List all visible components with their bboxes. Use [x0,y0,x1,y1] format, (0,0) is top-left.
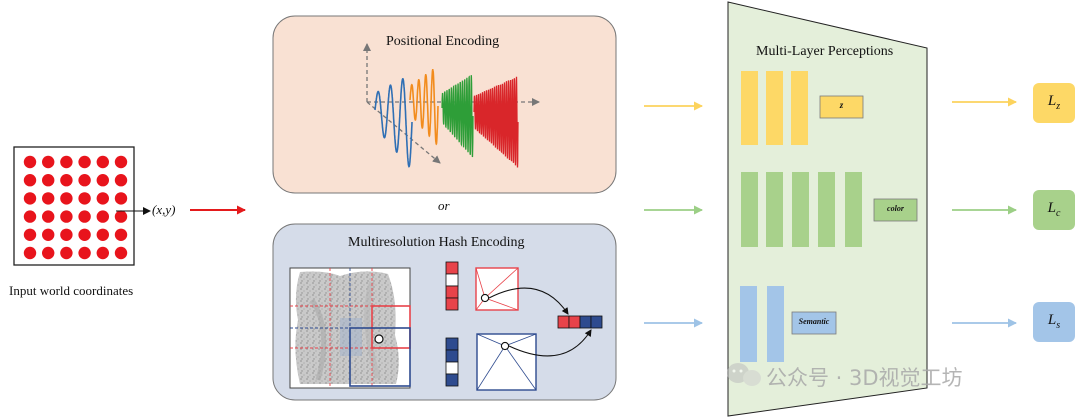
grid-dot [23,155,37,169]
hash-encoding-title: Multiresolution Hash Encoding [348,235,525,250]
grid-dot [23,246,37,260]
grid-dot [42,192,55,205]
coarse-cell-zoom [475,267,519,311]
grid-dot [60,155,73,169]
mlp-depth-head [741,71,864,145]
grid-dot [60,210,73,223]
wave-mid-frequency [409,69,439,146]
concatenated-feature-vector [557,315,603,329]
grid-dot [96,174,110,187]
grid-dot [96,210,110,223]
grid-dot [96,192,110,205]
hash-table-fine [445,337,459,387]
point-cloud-image [289,267,411,389]
grid-dot [78,174,91,187]
input-grid [13,146,135,266]
or-label: or [438,198,450,213]
grid-dot [78,155,91,169]
wave-low-frequency [374,78,413,168]
grid-dot [42,246,55,260]
grid-dot [23,192,37,205]
grid-dot [60,228,73,241]
loss-subscript: z [1056,101,1061,112]
loss-label-depth: Lz [1033,93,1075,112]
coord-label: (x,y) [152,202,176,217]
grid-dot [78,228,91,241]
grid-dot [60,192,73,205]
loss-symbol: L [1047,200,1056,216]
grid-dot [96,228,110,241]
grid-dot [78,246,91,260]
input-caption: Input world coordinates [9,283,134,298]
positional-encoding-panel [272,15,617,194]
grid-dot [78,210,91,223]
mlp-semantic-head [740,286,837,362]
grid-dot [23,228,37,241]
grid-dot [60,246,73,260]
grid-dot [78,192,91,205]
grid-dot [114,228,128,241]
grid-dot [96,155,110,169]
grid-dot [60,174,73,187]
grid-dot [114,155,128,169]
interp-arrow-fine [508,329,592,357]
watermark-text: 公众号 · 3D视觉工坊 [766,366,963,390]
wave-highest-frequency [473,76,519,168]
loss-box-color [1033,190,1075,230]
query-point [374,334,384,344]
interp-arrow-coarse [488,287,569,315]
mlp-semantic-label: Semantic [798,317,830,326]
fine-cell [349,327,411,387]
mlp-depth-label: z [839,100,844,110]
grid-dot [23,210,37,223]
loss-box-semantic [1033,302,1075,342]
mlp-title: Multi-Layer Perceptions [756,44,894,59]
loss-label-semantic: Ls [1033,312,1075,331]
watermark-logo-icon [727,363,761,386]
loss-subscript: s [1056,320,1061,331]
hash-encoding-panel [272,223,617,401]
grid-dot [23,174,37,187]
coarse-cell [371,305,411,349]
pe-axis-z [366,101,441,164]
fine-cell-zoom [476,333,537,391]
grid-dot [114,174,128,187]
loss-box-depth [1033,83,1075,123]
hash-table-coarse [445,261,459,311]
grid-dot [114,246,128,260]
grid-dot [114,210,128,223]
grid-dot [42,210,55,223]
wave-high-frequency [441,75,474,158]
loss-label-color: Lc [1033,200,1075,219]
grid-dot [42,155,55,169]
grid-dot [42,228,55,241]
mlp-panel [727,1,928,417]
grid-dot [42,174,55,187]
loss-subscript: c [1055,208,1061,219]
positional-encoding-title: Positional Encoding [386,34,500,49]
grid-dot [96,246,110,260]
grid-dot [114,192,128,205]
mlp-color-head [741,172,918,247]
loss-symbol: L [1047,93,1057,109]
grid-dots [23,155,128,260]
mlp-color-label: color [887,204,904,213]
loss-symbol: L [1047,312,1057,328]
